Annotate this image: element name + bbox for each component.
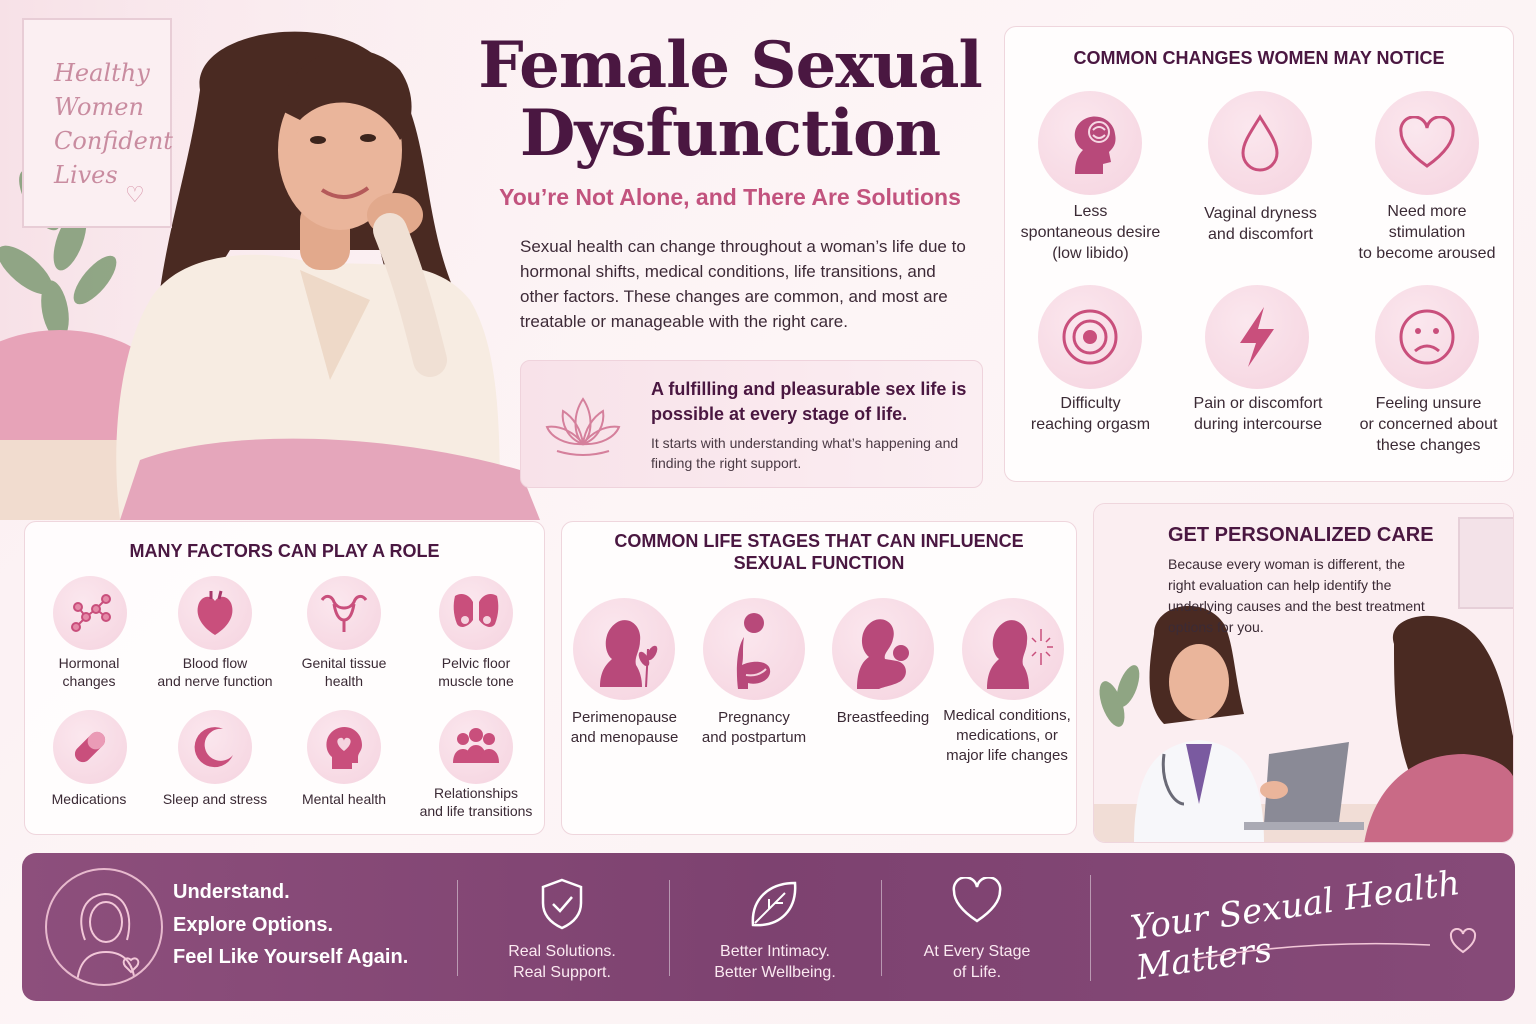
footer-banner: Understand. Explore Options. Feel Like Y… — [22, 853, 1515, 1001]
pelvis-icon — [439, 576, 513, 650]
stage-label: Breastfeeding — [836, 709, 930, 726]
wall-sign-line: Lives — [54, 161, 118, 189]
panel-title: MANY FACTORS CAN PLAY A ROLE — [129, 541, 440, 561]
factor-label: Sleep and stress — [162, 791, 268, 807]
shield-check-icon — [541, 878, 583, 930]
mother-baby-icon — [832, 598, 934, 700]
footer-line: Explore Options. — [173, 914, 334, 936]
change-label: Vaginal dryness and discomfort — [1204, 205, 1317, 243]
heart-outline-icon — [1449, 928, 1477, 954]
droplet-icon — [1208, 91, 1312, 195]
panel-title: COMMON CHANGES WOMEN MAY NOTICE — [1073, 48, 1445, 68]
intro-paragraph: Sexual health can change throughout a wo… — [520, 237, 966, 331]
heart-outline-icon — [952, 877, 1002, 923]
page-title: Female Sexual Dysfunction — [478, 28, 983, 171]
leaf-icon — [751, 881, 797, 927]
change-label: Less spontaneous desire (low libido) — [1020, 203, 1161, 262]
wall-sign-line: Women — [54, 93, 144, 121]
footer-divider — [457, 880, 458, 976]
common-changes-panel: COMMON CHANGES WOMEN MAY NOTICE Less spo… — [1004, 26, 1514, 482]
molecule-icon — [53, 576, 127, 650]
sad-face-icon — [1375, 285, 1479, 389]
moon-icon — [178, 710, 252, 784]
heart-outline-icon: ♡ — [125, 182, 145, 207]
factor-label: Mental health — [301, 791, 387, 807]
wall-sign-line: Healthy — [54, 59, 150, 87]
footer-pillar-text: Better Intimacy. Better Wellbeing. — [714, 943, 836, 981]
change-label: Pain or discomfort during intercourse — [1193, 395, 1323, 433]
callout-body: It starts with understanding what’s happ… — [651, 435, 959, 471]
factor-label: Blood flow and nerve function — [157, 655, 273, 689]
factor-label: Relationships and life transitions — [419, 785, 533, 819]
footer-pillar-text: At Every Stage of Life. — [923, 943, 1031, 981]
target-icon — [1038, 285, 1142, 389]
pill-icon — [53, 710, 127, 784]
change-label: Difficulty reaching orgasm — [1030, 395, 1151, 433]
hero-illustration — [0, 0, 560, 520]
heart-icon — [1375, 91, 1479, 195]
change-label: Feeling unsure or concerned about these … — [1359, 395, 1498, 454]
lotus-icon — [545, 397, 621, 456]
tagline-underline — [1193, 942, 1431, 960]
head-brain-icon — [1038, 91, 1142, 195]
heart-organ-icon — [178, 576, 252, 650]
footer-tagline: Your Sexual Health Matters — [1128, 862, 1463, 989]
factor-label: Pelvic floor muscle tone — [438, 655, 514, 689]
lightning-icon — [1205, 285, 1309, 389]
stage-label: Pregnancy and postpartum — [701, 709, 807, 746]
page-subtitle: You’re Not Alone, and There Are Solution… — [499, 184, 961, 210]
life-stages-panel: COMMON LIFE STAGES THAT CAN INFLUENCE SE… — [561, 521, 1077, 835]
footer-line: Feel Like Yourself Again. — [173, 946, 409, 968]
uterus-icon — [307, 576, 381, 650]
footer-pillar-text: Real Solutions. Real Support. — [508, 943, 616, 981]
woman-illustration — [0, 0, 560, 520]
woman-sparkle-icon — [962, 598, 1064, 700]
factor-label: Genital tissue health — [301, 655, 387, 689]
doctor-consultation-illustration — [1094, 504, 1513, 842]
footer-divider — [1090, 875, 1091, 981]
wall-sign: Healthy Women Confident Lives — [22, 18, 173, 228]
footer-line: Understand. — [173, 881, 290, 903]
woman-portrait-icon — [45, 868, 163, 986]
panel-title: COMMON LIFE STAGES THAT CAN INFLUENCE SE… — [614, 531, 1024, 573]
people-icon — [439, 710, 513, 784]
footer-divider — [669, 880, 670, 976]
woman-flower-icon — [573, 598, 675, 700]
personalized-care-panel: GET PERSONALIZED CARE Because every woma… — [1093, 503, 1514, 843]
care-body: Because every woman is different, the ri… — [1168, 556, 1425, 635]
care-title: GET PERSONALIZED CARE — [1168, 524, 1434, 546]
stage-label: Medical conditions, medications, or majo… — [943, 707, 1071, 764]
factor-label: Hormonal changes — [58, 655, 120, 689]
pregnant-woman-icon — [703, 598, 805, 700]
change-label: Need more stimulation to become aroused — [1358, 203, 1496, 262]
footer-divider — [881, 880, 882, 976]
wall-sign-line: Confident — [54, 127, 173, 155]
factors-panel: MANY FACTORS CAN PLAY A ROLE Hormonal ch… — [24, 521, 545, 835]
head-heart-icon — [307, 710, 381, 784]
factor-label: Medications — [51, 791, 127, 807]
callout-box: A fulfilling and pleasurable sex life is… — [520, 360, 983, 488]
callout-heading: A fulfilling and pleasurable sex life is… — [651, 379, 967, 424]
stage-label: Perimenopause and menopause — [570, 709, 679, 746]
